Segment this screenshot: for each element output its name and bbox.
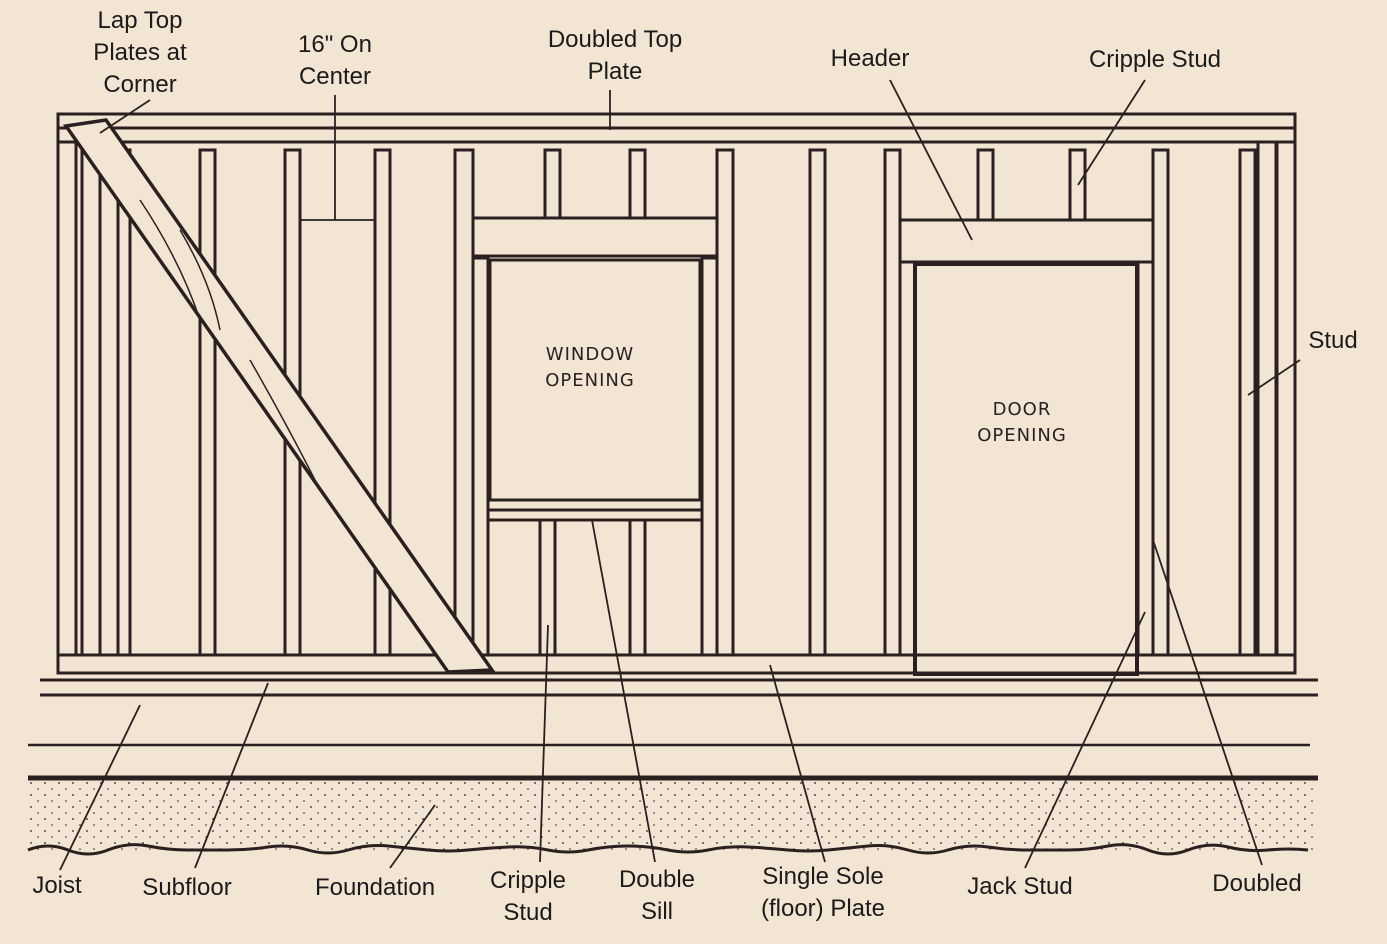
label-line: Corner	[103, 71, 177, 98]
label-doubled: Doubled	[1212, 870, 1302, 897]
label-door-opening: DOOR OPENING	[977, 397, 1067, 449]
label-16-on-center: 16" On Center	[298, 29, 372, 93]
label-line: OPENING	[977, 425, 1067, 446]
label-line: DOOR	[992, 399, 1052, 420]
label-line: WINDOW	[545, 344, 635, 365]
label-line: 16" On	[298, 31, 372, 58]
label-foundation: Foundation	[314, 874, 436, 901]
label-lap-top-plates: Lap Top Plates at Corner	[93, 5, 186, 101]
foundation-ground-line	[27, 843, 1309, 856]
label-cripple-stud-top: Cripple Stud	[1088, 46, 1222, 73]
door-opening	[913, 262, 1139, 676]
window-header	[471, 216, 719, 258]
label-doubled-top-plate: Doubled Top Plate	[548, 24, 682, 88]
label-subfloor: Subfloor	[142, 874, 232, 901]
sole-plate	[56, 653, 1297, 675]
label-double-sill: Double Sill	[619, 864, 695, 928]
label-joist: Joist	[32, 872, 82, 899]
label-window-opening: WINDOW OPENING	[545, 342, 635, 394]
label-line: Plates at	[93, 39, 187, 66]
studs	[56, 140, 1297, 657]
label-line: Sill	[640, 898, 673, 925]
label-line: (floor) Plate	[760, 895, 886, 922]
door-header	[898, 218, 1155, 264]
diagonal-brace	[62, 118, 496, 674]
label-sole-plate: Single Sole (floor) Plate	[761, 861, 885, 925]
label-line: Plate	[587, 58, 643, 85]
label-line: Single Sole	[762, 863, 884, 890]
foundation	[28, 780, 1318, 850]
label-line: Center	[298, 63, 372, 90]
label-stud: Stud	[1308, 327, 1358, 354]
label-line: OPENING	[545, 370, 635, 391]
label-header: Header	[830, 45, 910, 72]
label-line: Cripple	[489, 867, 567, 894]
label-line: Lap Top	[97, 7, 183, 34]
label-cripple-stud-bottom: Cripple Stud	[490, 865, 566, 929]
label-line: Double	[618, 866, 696, 893]
label-line: Doubled Top	[547, 26, 683, 53]
label-jack-stud: Jack Stud	[967, 873, 1073, 900]
leader-lines	[59, 79, 1301, 871]
label-line: Stud	[503, 899, 553, 926]
